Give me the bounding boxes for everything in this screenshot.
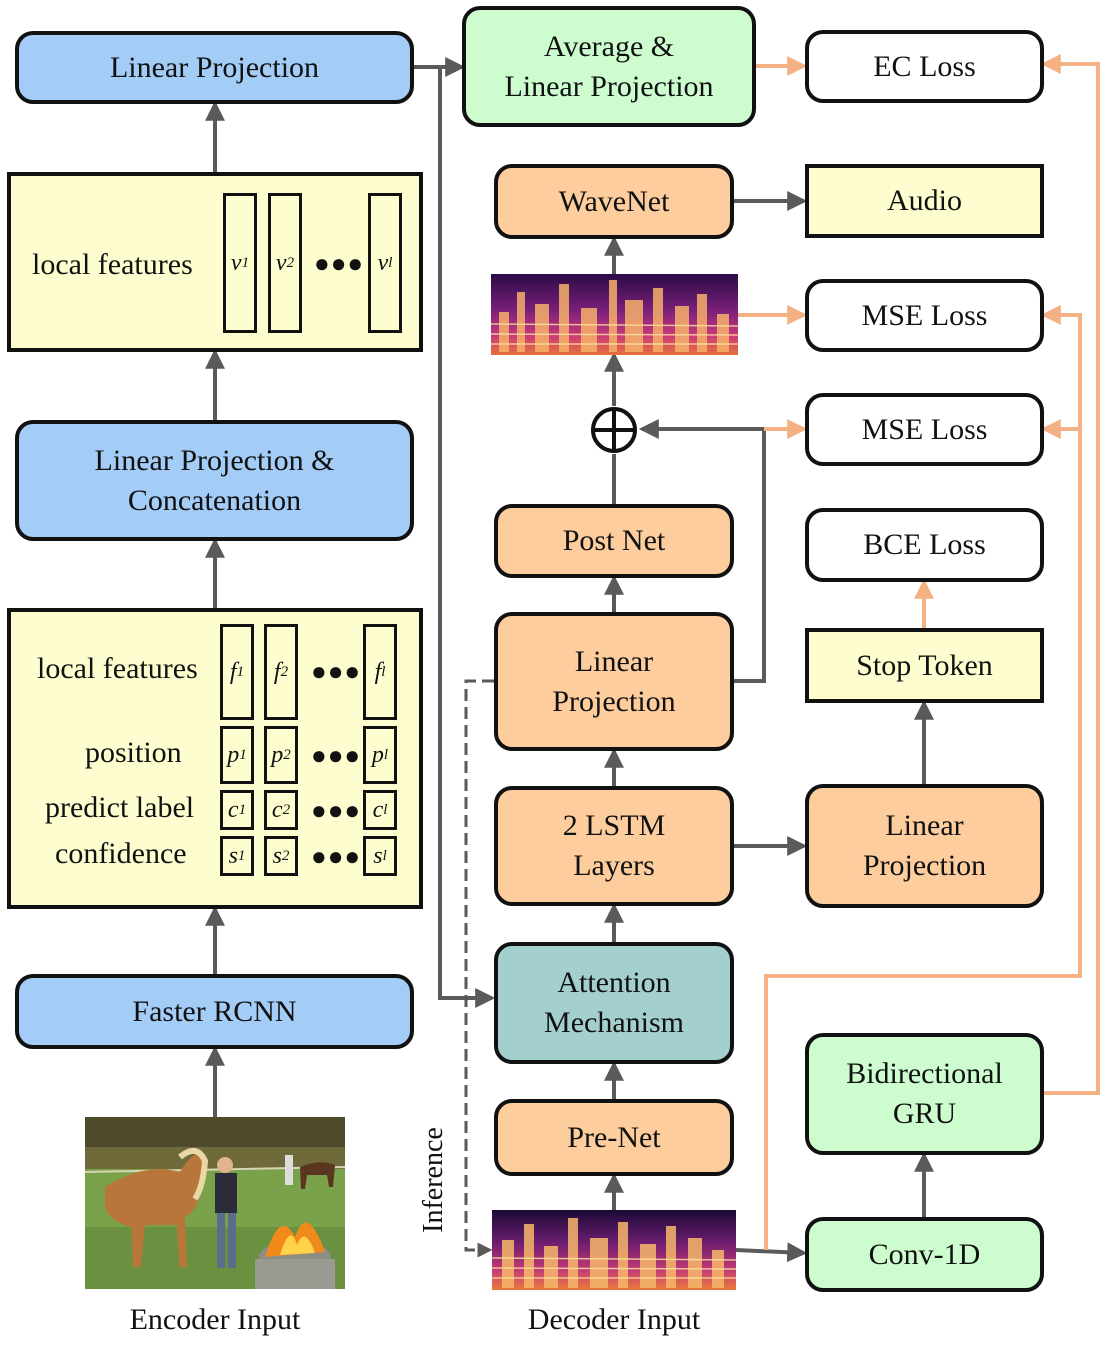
row-label-position: position <box>85 736 182 769</box>
decoder-linear-projection: Linear Projection <box>494 612 734 751</box>
post-net-label: Post Net <box>562 524 666 557</box>
linear-projection-top: Linear Projection <box>15 31 414 104</box>
decoder-linear-projection-line1: Linear <box>574 644 654 678</box>
conv-1d: Conv-1D <box>805 1217 1044 1292</box>
wavenet: WaveNet <box>494 164 734 239</box>
predicted-spectrogram <box>491 274 738 355</box>
feature-table-panel: local features position predict label co… <box>7 608 423 909</box>
row-label-local-features: local features <box>37 652 198 685</box>
linear-projection-concatenation: Linear Projection & Concatenation <box>15 420 414 541</box>
f-ellipsis: ●●● <box>311 657 362 686</box>
mse-loss-prenet: MSE Loss <box>805 393 1044 466</box>
mse-loss-2-label: MSE Loss <box>861 412 988 446</box>
stop-linear-projection: Linear Projection <box>805 784 1044 908</box>
post-net: Post Net <box>494 504 734 578</box>
bce-loss-label: BCE Loss <box>863 528 986 561</box>
faster-rcnn: Faster RCNN <box>15 974 414 1049</box>
average-linear-projection: Average & Linear Projection <box>462 6 756 127</box>
lstm-line1: 2 LSTM <box>562 809 666 842</box>
pre-net: Pre-Net <box>494 1099 734 1176</box>
decoder-linear-projection-line2: Projection <box>552 684 676 718</box>
lstm-line2: Layers <box>573 849 655 882</box>
stop-token: Stop Token <box>805 628 1044 703</box>
c-ellipsis: ●●● <box>311 796 362 825</box>
inference-dashed-line <box>464 679 494 1258</box>
inference-label: Inference <box>418 1120 454 1240</box>
encoder-input-image <box>85 1117 345 1289</box>
row-label-predict-label: predict label <box>45 791 195 824</box>
local-features-v-label: local features <box>32 248 193 281</box>
bce-loss: BCE Loss <box>805 508 1044 582</box>
bigru-line1: Bidirectional <box>846 1057 1003 1090</box>
average-linear-line2: Linear Projection <box>504 69 714 103</box>
lstm-layers: 2 LSTM Layers <box>494 786 734 906</box>
add-operator-icon <box>591 407 637 453</box>
linear-projection-top-label: Linear Projection <box>109 50 320 84</box>
row-label-confidence: confidence <box>55 837 187 870</box>
s-ellipsis: ●●● <box>311 842 362 871</box>
linear-concat-line2: Concatenation <box>127 483 302 517</box>
average-linear-line1: Average & <box>543 29 675 63</box>
conv-1d-label: Conv-1D <box>868 1237 981 1271</box>
audio-label: Audio <box>887 184 962 217</box>
v-ellipsis: ●●● <box>314 249 365 278</box>
mse-loss-1-label: MSE Loss <box>861 298 988 332</box>
attention-line2: Mechanism <box>544 1006 684 1039</box>
pre-net-label: Pre-Net <box>567 1120 661 1154</box>
stop-linear-line2: Projection <box>862 849 987 882</box>
faster-rcnn-label: Faster RCNN <box>132 994 297 1028</box>
bidirectional-gru: Bidirectional GRU <box>805 1033 1044 1155</box>
p-ellipsis: ●●● <box>311 741 362 770</box>
mse-loss-postnet: MSE Loss <box>805 279 1044 352</box>
decoder-input-caption: Decoder Input <box>527 1303 701 1336</box>
attention-line1: Attention <box>557 966 671 999</box>
ec-loss: EC Loss <box>805 30 1044 103</box>
stop-linear-line1: Linear <box>885 809 964 842</box>
linear-concat-line1: Linear Projection & <box>94 443 335 477</box>
encoder-input-caption: Encoder Input <box>129 1303 301 1336</box>
bigru-line2: GRU <box>892 1097 957 1130</box>
stop-token-label: Stop Token <box>856 648 993 682</box>
attention-mechanism: Attention Mechanism <box>494 942 734 1064</box>
audio-output: Audio <box>805 164 1044 238</box>
decoder-input-spectrogram <box>492 1210 736 1290</box>
wavenet-label: WaveNet <box>558 184 670 218</box>
ec-loss-label: EC Loss <box>873 49 976 83</box>
